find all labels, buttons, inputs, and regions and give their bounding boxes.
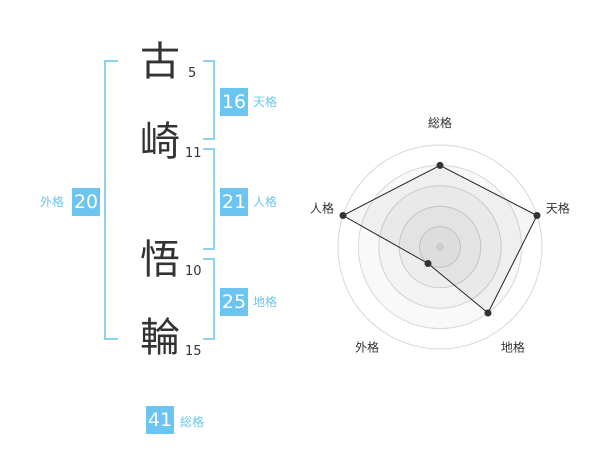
name-char-1: 古 bbox=[140, 39, 180, 85]
chikaku-value: 25 bbox=[220, 288, 248, 316]
jinkaku-label: 人格 bbox=[253, 195, 278, 209]
chikaku-label: 地格 bbox=[253, 295, 278, 309]
jinkaku-value: 21 bbox=[220, 188, 248, 216]
gaikaku-value: 20 bbox=[72, 188, 100, 216]
tenkaku-label: 天格 bbox=[253, 95, 278, 109]
radar-axis-label: 人格 bbox=[310, 201, 334, 216]
name-char-4: 輪 bbox=[140, 315, 180, 361]
soukaku-label: 総格 bbox=[180, 415, 205, 429]
radar-data-polygon bbox=[341, 164, 538, 314]
tenkaku-bracket bbox=[203, 60, 215, 140]
radar-grid-ring bbox=[337, 144, 543, 350]
soukaku-value: 41 bbox=[146, 406, 174, 434]
radar-center-dot bbox=[436, 243, 444, 251]
radar-point bbox=[484, 309, 492, 317]
radar-axis-label: 総格 bbox=[428, 115, 452, 130]
radar-grid-ring bbox=[378, 185, 502, 309]
stroke-count-1: 5 bbox=[188, 66, 197, 81]
stroke-count-3: 10 bbox=[185, 264, 202, 279]
chikaku-bracket bbox=[203, 258, 215, 340]
gaikaku-bracket bbox=[104, 60, 118, 340]
stroke-count-4: 15 bbox=[185, 344, 202, 359]
jinkaku-bracket bbox=[203, 148, 215, 250]
radar-point bbox=[339, 211, 347, 219]
radar-point bbox=[533, 211, 541, 219]
name-char-2: 崎 bbox=[140, 119, 180, 165]
radar-grid-ring bbox=[419, 226, 461, 268]
radar-point bbox=[424, 260, 432, 268]
gaikaku-label: 外格 bbox=[40, 195, 65, 209]
radar-point bbox=[436, 161, 444, 169]
radar-axis-label: 天格 bbox=[546, 201, 570, 216]
radar-axis-label: 地格 bbox=[501, 339, 525, 354]
name-char-3: 悟 bbox=[140, 237, 180, 283]
radar-axis-label: 外格 bbox=[355, 339, 379, 354]
tenkaku-value: 16 bbox=[220, 88, 248, 116]
stroke-count-2: 11 bbox=[185, 146, 202, 161]
